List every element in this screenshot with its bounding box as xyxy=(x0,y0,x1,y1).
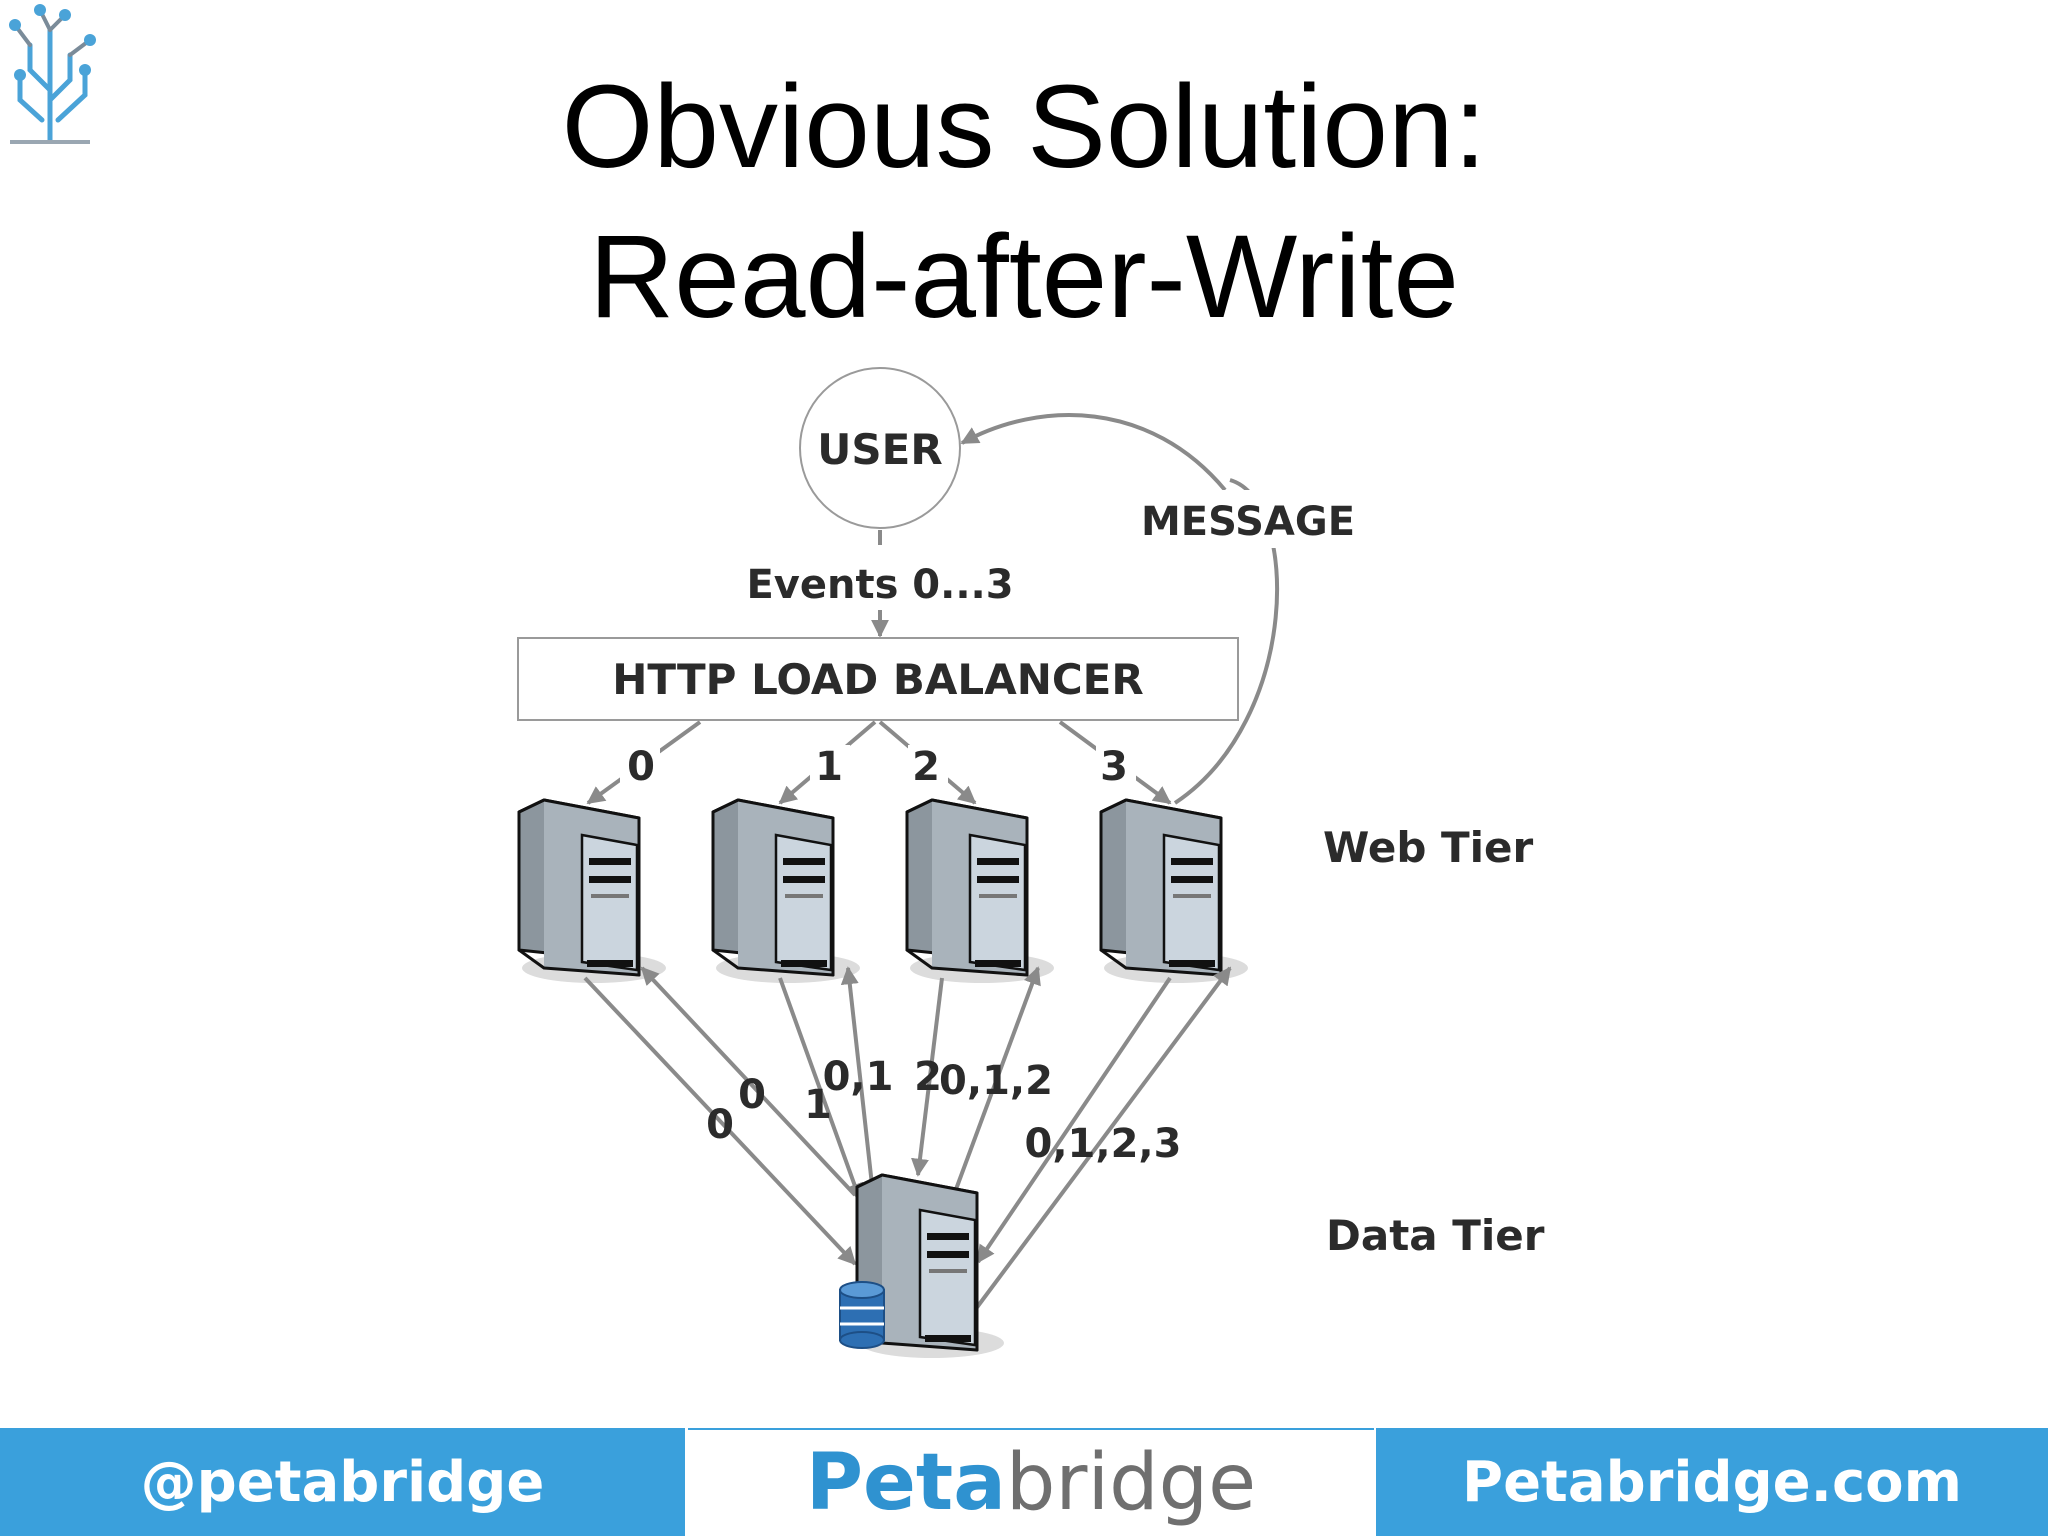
web-server-1 xyxy=(713,800,860,983)
brand-part-1: Peta xyxy=(806,1438,1006,1528)
route-label-2: 2 xyxy=(912,744,940,790)
footer-left-text: @petabridge xyxy=(141,1450,545,1515)
database-icon xyxy=(840,1282,884,1348)
footer-website: Petabridge.com xyxy=(1376,1428,2048,1536)
read-label-1: 0,1 xyxy=(823,1054,894,1100)
web-server-3 xyxy=(1101,800,1248,983)
read-label-2: 0,1,2 xyxy=(939,1058,1053,1104)
write-label-2: 2 xyxy=(914,1054,942,1100)
read-label-3: 0,1,2,3 xyxy=(1025,1121,1182,1167)
route-label-1: 1 xyxy=(815,744,843,790)
load-balancer-label: HTTP LOAD BALANCER xyxy=(612,655,1143,704)
web-server-2 xyxy=(907,800,1054,983)
footer-right-text: Petabridge.com xyxy=(1462,1450,1962,1515)
web-server-0 xyxy=(519,800,666,983)
message-label: MESSAGE xyxy=(1141,499,1355,545)
user-label: USER xyxy=(817,425,942,474)
write-arrow-3 xyxy=(978,978,1170,1262)
route-label-0: 0 xyxy=(627,744,655,790)
write-label-0: 0 xyxy=(706,1102,734,1148)
web-tier-label: Web Tier xyxy=(1323,823,1534,872)
events-label: Events 0...3 xyxy=(746,562,1013,608)
read-label-0: 0 xyxy=(738,1072,766,1118)
data-tier-label: Data Tier xyxy=(1326,1211,1545,1260)
footer-twitter-handle: @petabridge xyxy=(0,1428,685,1536)
architecture-diagram: USER Events 0...3 HTTP LOAD BALANCER MES… xyxy=(0,0,2048,1420)
route-label-3: 3 xyxy=(1100,744,1128,790)
brand-part-2: bridge xyxy=(1006,1438,1256,1528)
